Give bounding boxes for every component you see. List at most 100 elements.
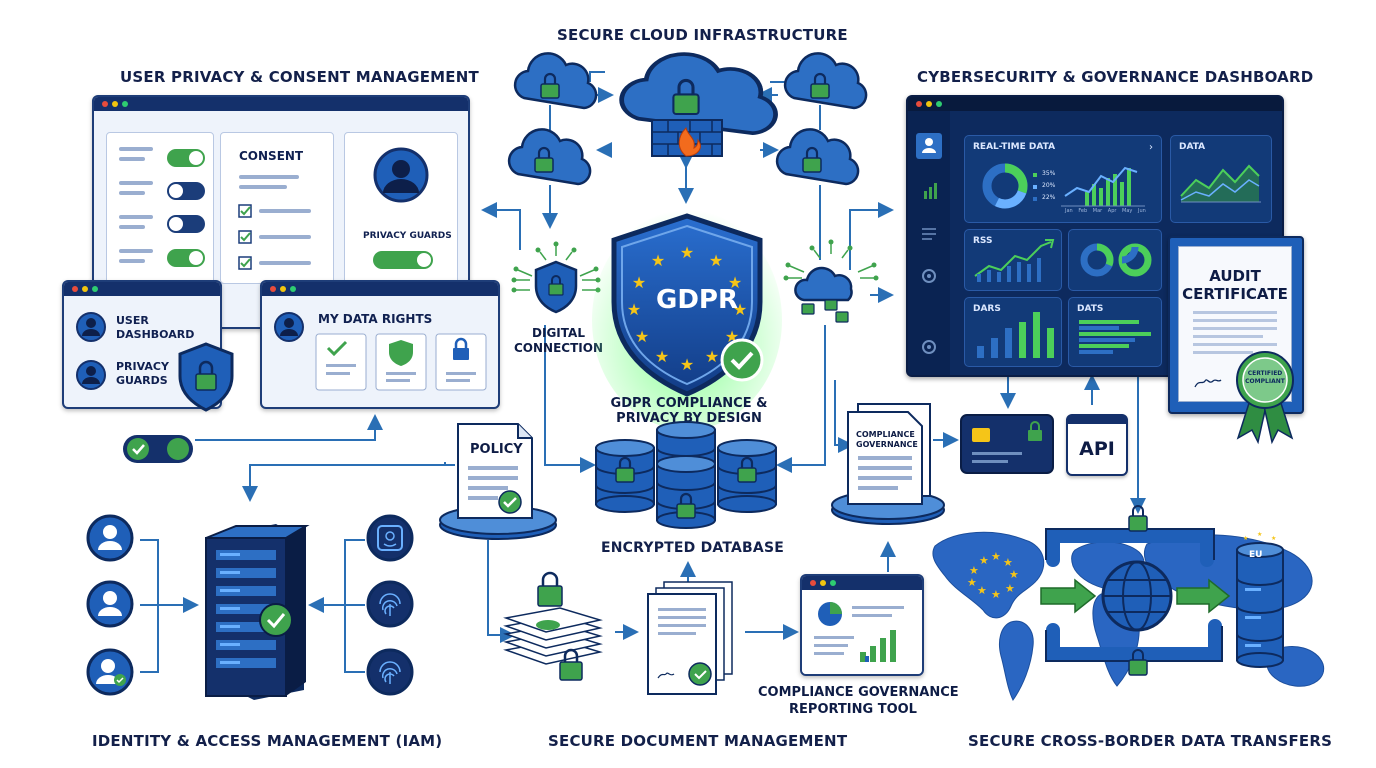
consent-toggles[interactable]: [167, 149, 207, 279]
gear-icon: [922, 269, 936, 283]
cloud-title: SECURE CLOUD INFRASTRUCTURE: [557, 26, 848, 44]
tile-title: RSS: [973, 236, 993, 246]
eu-server-label: EU: [1249, 550, 1263, 560]
api-box[interactable]: API: [1066, 414, 1128, 476]
svg-text:★: ★: [655, 347, 669, 366]
gdpr-text: GDPR: [656, 285, 738, 315]
dars-tile[interactable]: DARS: [964, 297, 1062, 367]
svg-text:★: ★: [1243, 535, 1248, 542]
policy-label: POLICY: [470, 442, 523, 457]
svg-text:★: ★: [733, 300, 747, 319]
certified-document-icon: [647, 581, 733, 695]
svg-text:★: ★: [651, 251, 665, 270]
tile-months: Jan Feb Mar Apr May Jun: [1065, 208, 1146, 214]
svg-text:★: ★: [1257, 531, 1262, 538]
privacy-guards-label: PRIVACY GUARDS: [363, 231, 452, 241]
docs-title: SECURE DOCUMENT MANAGEMENT: [548, 732, 848, 750]
user-toggle[interactable]: [122, 434, 194, 464]
tile-title: DATA: [1179, 142, 1206, 152]
cyber-title: CYBERSECURITY & GOVERNANCE DASHBOARD: [917, 68, 1314, 86]
world-map-icon: ★★★★★★★★★ ★★★: [932, 505, 1325, 701]
face-id-icon: [366, 514, 414, 562]
tile-title: REAL-TIME DATA: [973, 142, 1056, 152]
user-avatar-icon: [373, 147, 433, 269]
iam-biometrics: [366, 514, 414, 696]
transfers-title: SECURE CROSS-BORDER DATA TRANSFERS: [968, 732, 1333, 750]
cloud-network: [507, 0, 868, 186]
svg-text:★: ★: [680, 243, 694, 262]
svg-text:★: ★: [1009, 568, 1019, 581]
cloud-top-left: [513, 52, 598, 110]
data-rights-window: MY DATA RIGHTS: [260, 280, 500, 409]
tile-title: DARS: [973, 304, 1001, 314]
svg-text:★: ★: [680, 355, 694, 374]
settings-icon: [922, 340, 936, 354]
tile-title: DATS: [1077, 304, 1104, 314]
user-icon-2: [86, 580, 134, 628]
database-title: ENCRYPTED DATABASE: [601, 540, 784, 556]
user-verified-icon: [86, 648, 134, 696]
server-rack-icon: [205, 524, 310, 700]
right-access-card: [315, 333, 367, 391]
user-icon-1: [86, 514, 134, 562]
svg-text:›: ›: [1149, 142, 1153, 153]
dats-tile[interactable]: DATS: [1068, 297, 1162, 367]
right-protect-card: [375, 333, 427, 391]
svg-text:★: ★: [632, 273, 646, 292]
rss-tile[interactable]: RSS: [964, 229, 1062, 291]
document-stack-icon: [503, 571, 603, 681]
shield-lock-icon: [178, 342, 234, 412]
svg-text:★: ★: [979, 554, 989, 567]
gdpr-compliance-label: GDPR COMPLIANCE &PRIVACY BY DESIGN: [610, 396, 768, 426]
digital-cloud-icon: [783, 239, 879, 323]
cloud-mid-right: [775, 128, 860, 186]
donut-tile[interactable]: [1068, 229, 1162, 291]
reporting-tool-window: [800, 574, 924, 676]
firewall-icon: [651, 119, 723, 157]
encrypted-database-icon: [595, 421, 777, 529]
svg-text:★: ★: [969, 564, 979, 577]
svg-text:★: ★: [635, 327, 649, 346]
svg-text:★: ★: [1271, 535, 1276, 542]
api-label: API: [1079, 438, 1115, 460]
fingerprint-icon-1: [366, 580, 414, 628]
data-rights-title: MY DATA RIGHTS: [318, 312, 433, 326]
svg-text:★: ★: [709, 251, 723, 270]
realtime-data-tile[interactable]: REAL-TIME DATA › 35%20%22% Jan Feb Mar A…: [964, 135, 1162, 223]
gdpr-shield-icon: ★ ★ ★ ★ ★ ★ ★ ★ ★ ★ ★ ★: [592, 210, 782, 430]
svg-text:★: ★: [627, 300, 641, 319]
svg-text:★: ★: [991, 550, 1001, 563]
privacy-guards-panel: PRIVACY GUARDS: [344, 132, 458, 284]
right-lock-card: [435, 333, 487, 391]
user-privacy-title: USER PRIVACY & CONSENT MANAGEMENT: [120, 68, 479, 86]
dashboard-sidebar: [908, 111, 950, 375]
svg-text:★: ★: [705, 347, 719, 366]
card-lock-icon: [960, 414, 1054, 474]
cyber-dashboard: REAL-TIME DATA › 35%20%22% Jan Feb Mar A…: [906, 95, 1284, 377]
consent-label: CONSENT: [239, 149, 304, 163]
bar-chart-icon: [924, 183, 937, 199]
svg-text:★: ★: [1003, 556, 1013, 569]
fingerprint-icon-2: [366, 648, 414, 696]
svg-text:★: ★: [977, 584, 987, 597]
svg-text:★: ★: [1005, 582, 1015, 595]
certified-seal-icon: [1236, 351, 1294, 445]
policy-document-icon: [439, 423, 557, 540]
profile-icon: [916, 133, 942, 159]
tile-legend: 35%20%22%: [1042, 170, 1056, 201]
iam-users: [86, 514, 134, 696]
data-tile[interactable]: DATA: [1170, 135, 1272, 223]
svg-text:★: ★: [728, 273, 742, 292]
consent-panel: CONSENT: [220, 132, 334, 284]
cloud-top-right: [783, 52, 868, 110]
compliance-document-icon: [831, 403, 945, 525]
svg-text:★: ★: [967, 576, 977, 589]
